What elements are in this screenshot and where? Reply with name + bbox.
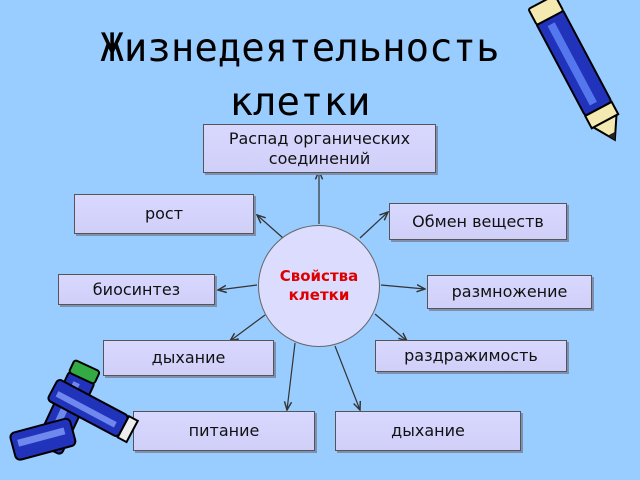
arrow-respiration-left bbox=[230, 314, 266, 341]
arrow-nutrition bbox=[287, 342, 296, 410]
node-metabolism-label: Обмен веществ bbox=[412, 211, 544, 231]
node-respiration-left-label: дыхание bbox=[151, 348, 226, 368]
node-decay: Распад органических соединений bbox=[203, 124, 436, 173]
node-metabolism: Обмен веществ bbox=[389, 203, 567, 240]
node-respiration-left: дыхание bbox=[103, 340, 274, 376]
node-respiration-bottom: дыхание bbox=[335, 411, 521, 451]
node-growth-label: рост bbox=[144, 204, 184, 224]
center-node: Свойства клетки bbox=[258, 225, 380, 347]
title-line-2: клетки bbox=[229, 80, 371, 125]
arrow-reproduction bbox=[380, 285, 425, 289]
node-nutrition-label: питание bbox=[188, 421, 260, 441]
node-growth: рост bbox=[74, 194, 254, 234]
node-decay-label: Распад органических соединений bbox=[228, 129, 411, 168]
node-irritability: раздражимость bbox=[375, 340, 567, 372]
node-reproduction-label: размножение bbox=[451, 282, 568, 302]
node-reproduction: размножение bbox=[427, 275, 592, 309]
node-biosynthesis: биосинтез bbox=[58, 274, 215, 305]
arrow-growth bbox=[257, 215, 284, 239]
node-nutrition: питание bbox=[133, 411, 315, 451]
title-line-1: Жизнедеятельность bbox=[100, 26, 500, 71]
node-irritability-label: раздражимость bbox=[404, 346, 538, 366]
node-biosynthesis-label: биосинтез bbox=[92, 279, 181, 299]
arrow-irritability bbox=[374, 313, 407, 341]
arrow-biosynthesis bbox=[218, 284, 258, 290]
arrow-respiration-bottom bbox=[334, 345, 360, 410]
arrow-metabolism bbox=[359, 212, 388, 239]
node-respiration-bottom-label: дыхание bbox=[391, 421, 465, 441]
center-node-label: Свойства клетки bbox=[279, 267, 359, 304]
